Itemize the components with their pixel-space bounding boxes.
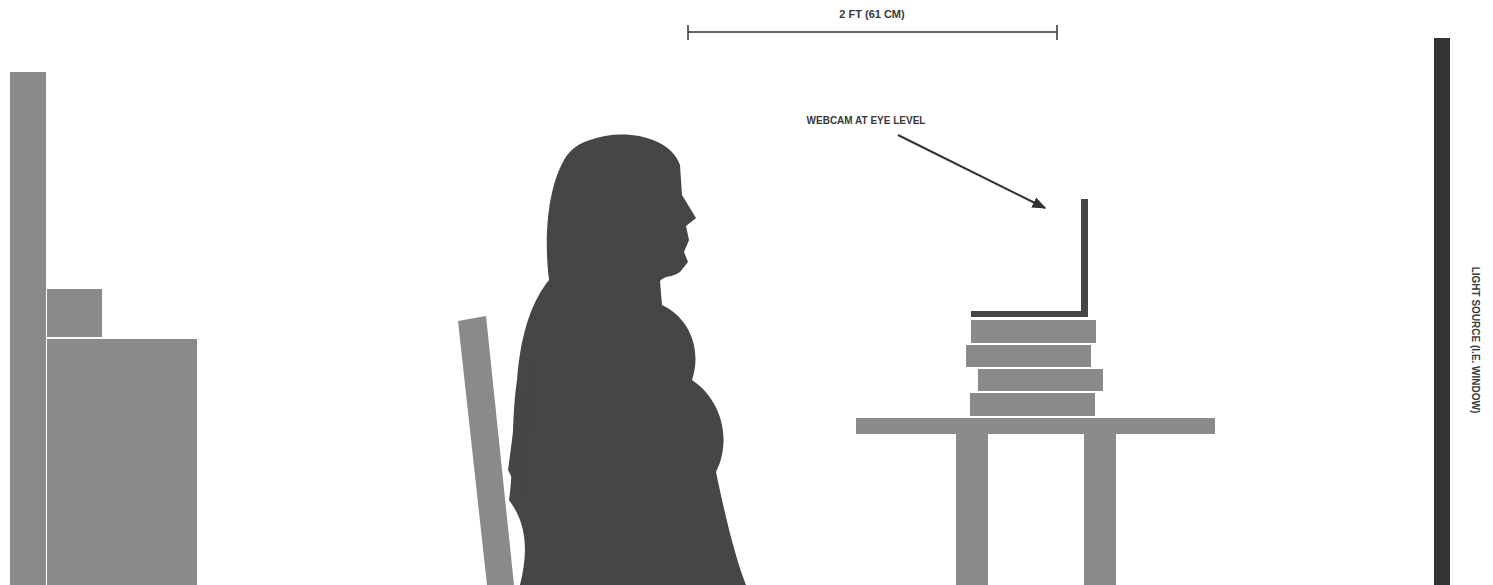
dimension-label: 2 FT (61 CM): [839, 9, 904, 20]
laptop-screen: [1081, 199, 1088, 317]
light-source-bar: [1434, 38, 1450, 585]
person-silhouette: [509, 134, 746, 585]
dimension-tick: [687, 25, 689, 40]
chair-back: [458, 316, 514, 585]
laptop-base: [971, 311, 1088, 317]
shelf-post: [10, 72, 46, 585]
table-leg: [956, 434, 988, 585]
cabinet: [47, 339, 197, 585]
callout-label: WEBCAM AT EYE LEVEL: [807, 116, 926, 126]
dimension-line: [688, 31, 1057, 33]
hair-strands: [508, 360, 530, 500]
table-leg: [1084, 434, 1116, 585]
book: [966, 345, 1091, 367]
light-source-label: LIGHT SOURCE (I.E. WINDOW): [1470, 267, 1480, 414]
book: [971, 320, 1096, 343]
table-top: [856, 418, 1215, 434]
dimension-tick: [1056, 25, 1058, 40]
book: [978, 369, 1103, 391]
shelf-box: [47, 289, 102, 337]
book: [970, 393, 1095, 416]
leader-arrow: [898, 135, 1045, 208]
